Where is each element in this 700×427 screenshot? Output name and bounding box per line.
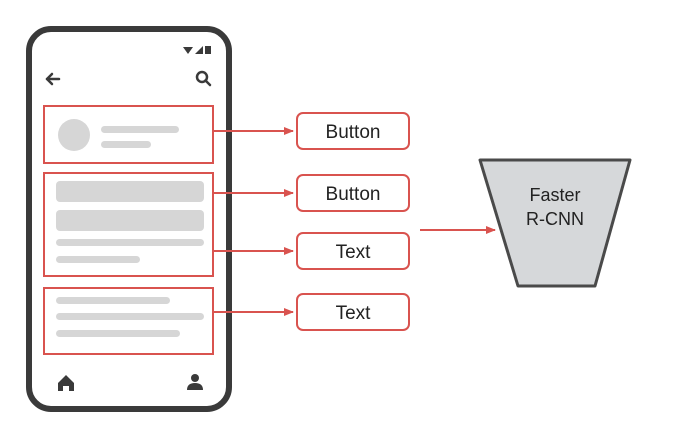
label-button-2: Button xyxy=(326,184,381,205)
search-icon[interactable] xyxy=(195,70,212,87)
title-line-placeholder xyxy=(101,126,179,133)
label-box-text-1 xyxy=(296,232,410,270)
label-text-2: Text xyxy=(336,303,372,324)
faster-rcnn-block xyxy=(478,158,632,288)
label-text-1: Text xyxy=(336,242,372,263)
model-label-line2: R-CNN xyxy=(526,209,584,229)
button-block-placeholder-2 xyxy=(56,210,204,231)
avatar-placeholder xyxy=(58,119,90,151)
text-line-placeholder-5 xyxy=(56,330,180,337)
label-box-button-1 xyxy=(296,112,410,150)
button-block-placeholder-1 xyxy=(56,181,204,202)
detection-box-2 xyxy=(43,172,214,277)
detection-box-3 xyxy=(43,287,214,355)
text-line-placeholder-1 xyxy=(56,239,204,246)
subtitle-line-placeholder xyxy=(101,141,151,148)
label-button-1: Button xyxy=(326,122,381,143)
detection-box-1 xyxy=(43,105,214,164)
model-label-line1: Faster xyxy=(529,185,580,205)
status-bar-icon xyxy=(183,46,211,54)
text-line-placeholder-4 xyxy=(56,313,204,320)
home-icon[interactable] xyxy=(58,375,74,391)
back-arrow-icon[interactable] xyxy=(45,72,61,86)
label-box-button-2 xyxy=(296,174,410,212)
text-line-placeholder-3 xyxy=(56,297,170,304)
person-icon[interactable] xyxy=(187,374,203,390)
label-box-text-2 xyxy=(296,293,410,331)
text-line-placeholder-2 xyxy=(56,256,140,263)
